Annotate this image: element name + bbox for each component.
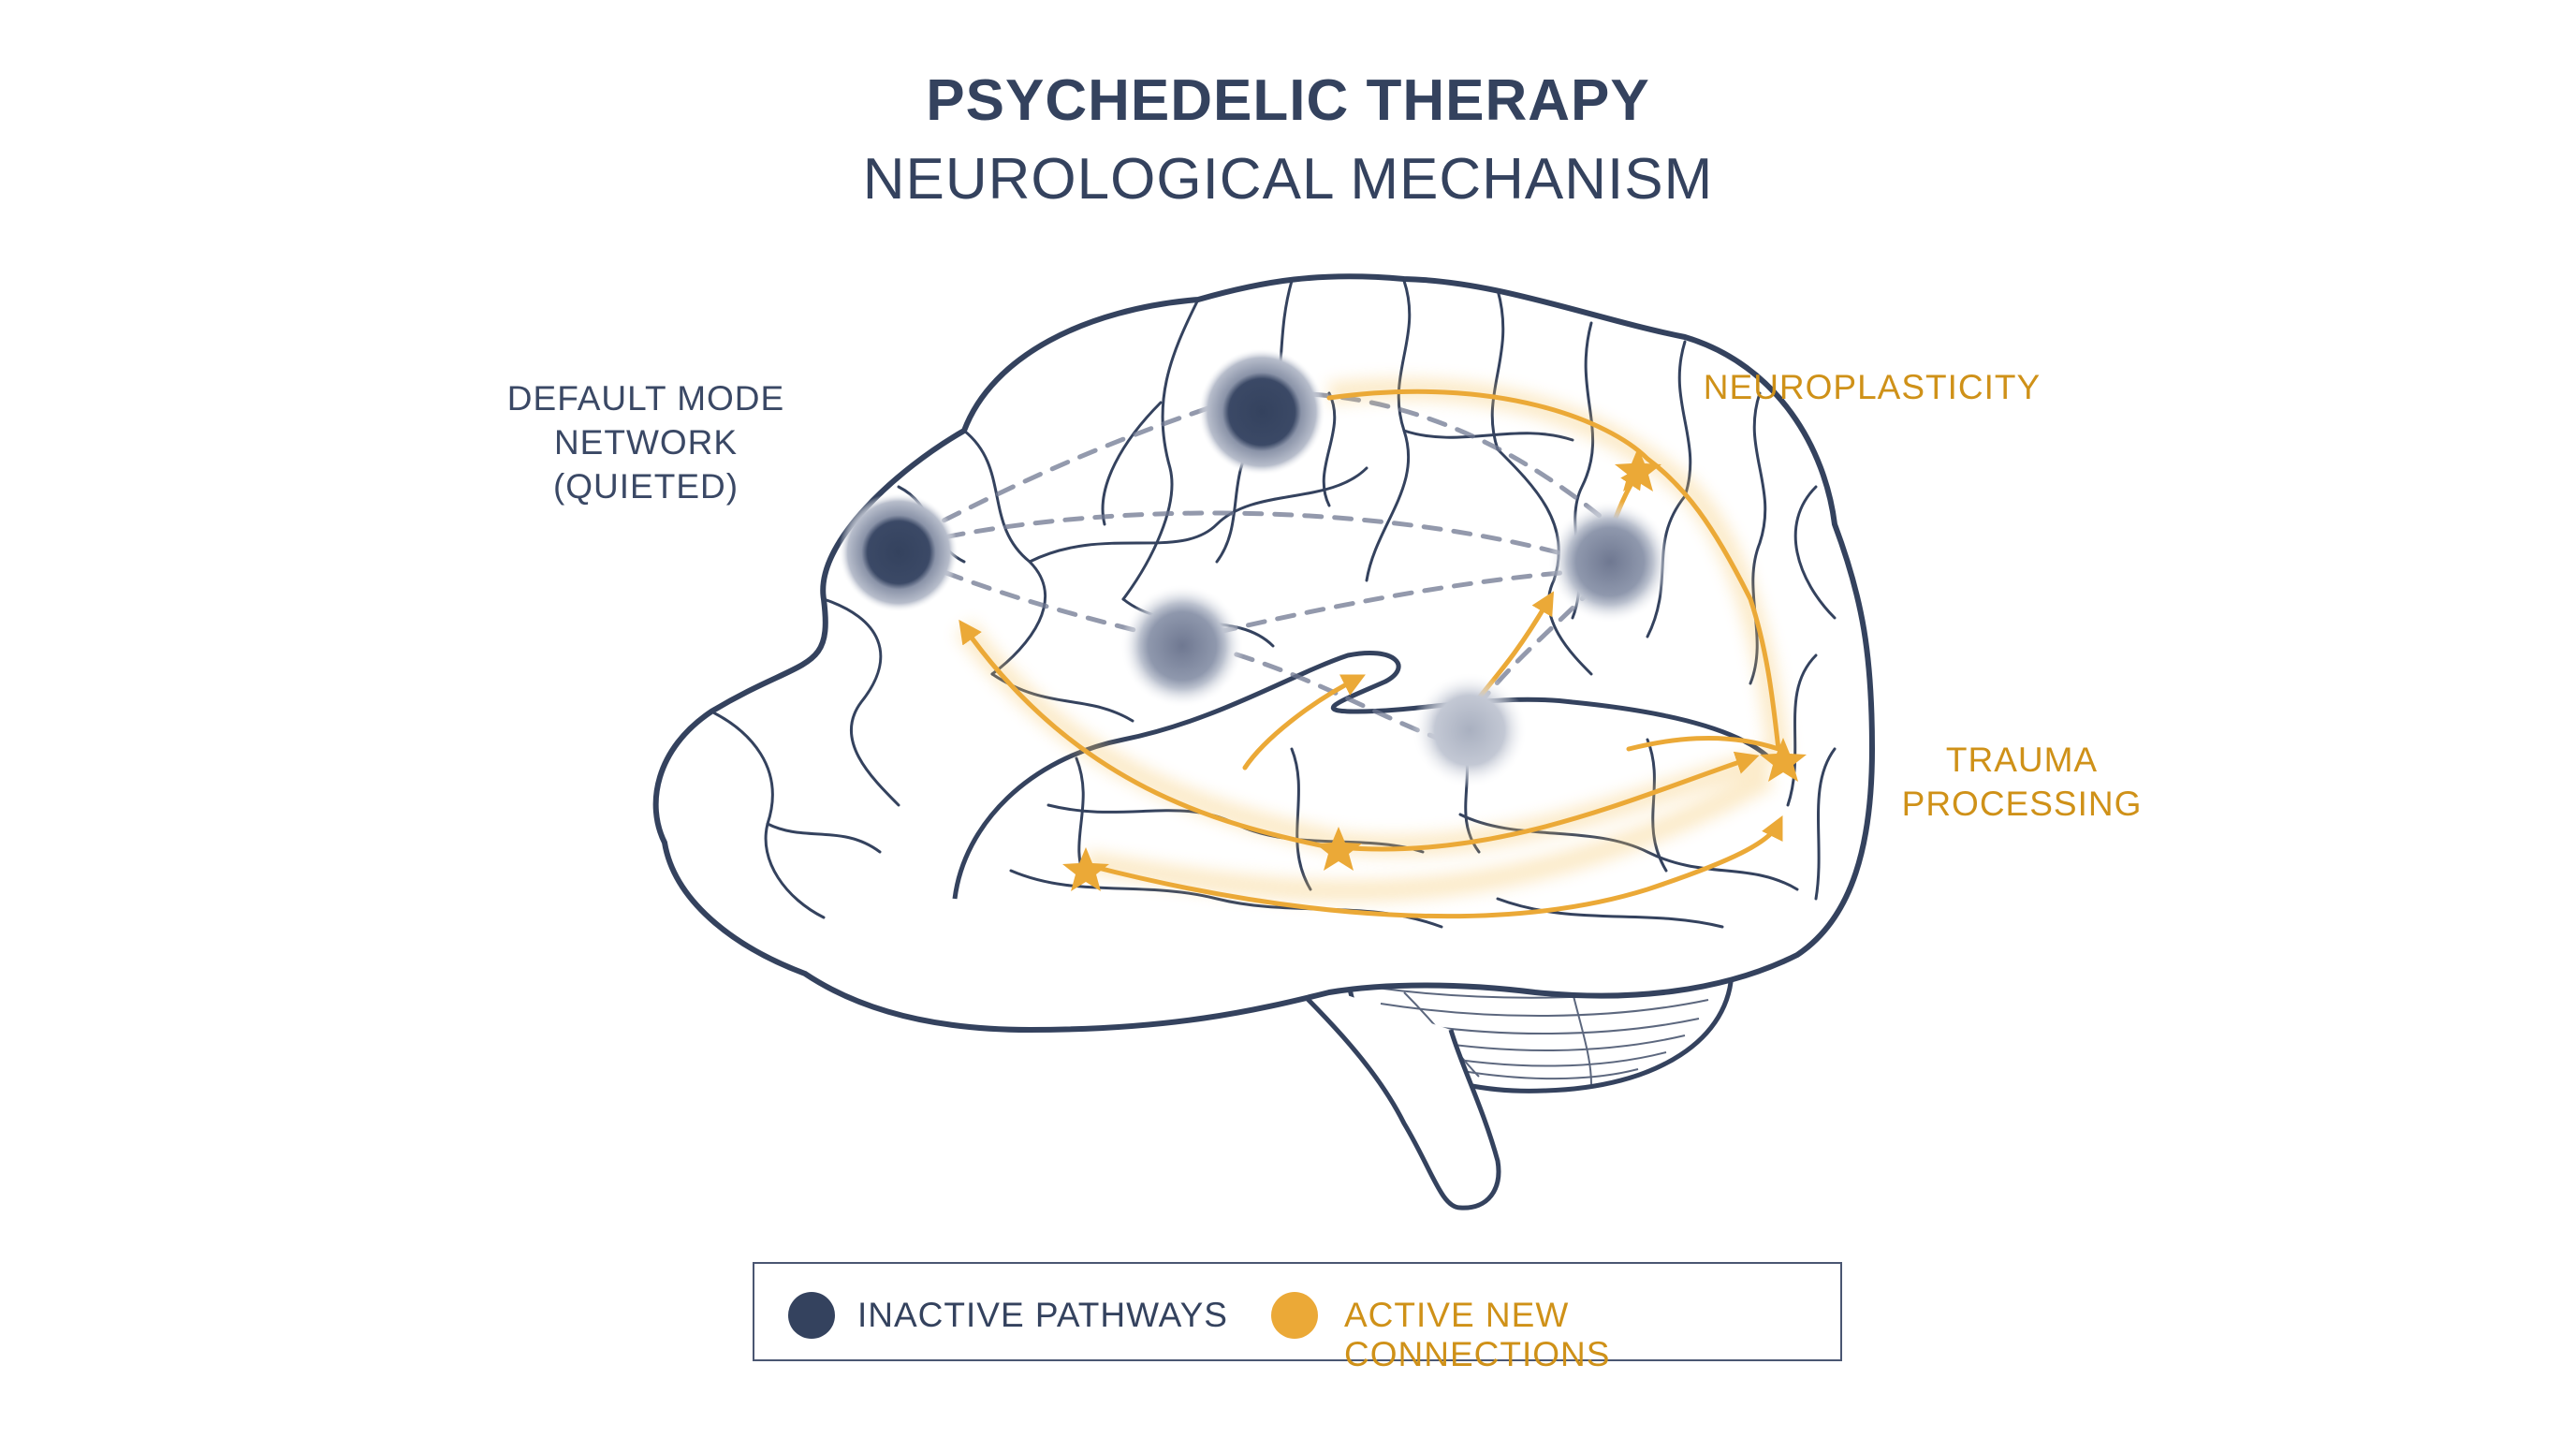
dmn-nodes bbox=[839, 348, 1672, 788]
dmn-label-line-2: NETWORK bbox=[553, 423, 739, 462]
legend: INACTIVE PATHWAYS ACTIVE NEW CONNECTIONS bbox=[753, 1262, 1842, 1373]
dmn-node bbox=[1548, 500, 1672, 624]
default-mode-network-label: DEFAULT MODE NETWORK (QUIETED) bbox=[468, 376, 824, 508]
diagram-subtitle: NEUROLOGICAL MECHANISM bbox=[862, 147, 1714, 212]
diagram-title: PSYCHEDELIC THERAPY bbox=[926, 68, 1650, 133]
dmn-node bbox=[1198, 348, 1325, 476]
dmn-node bbox=[1120, 584, 1244, 708]
star-marker bbox=[1062, 847, 1109, 891]
inactive-legend-label: INACTIVE PATHWAYS bbox=[857, 1296, 1228, 1334]
brain-outline bbox=[652, 273, 1876, 1034]
active-nodes bbox=[1062, 448, 1807, 891]
star-marker bbox=[1315, 827, 1362, 871]
active-legend-label: ACTIVE NEW CONNECTIONS bbox=[1344, 1296, 1611, 1373]
brain-stem bbox=[1281, 972, 1501, 1211]
star-marker bbox=[1760, 738, 1807, 782]
active-connections bbox=[959, 389, 1783, 919]
active-legend-dot bbox=[1271, 1292, 1318, 1339]
inactive-legend-dot bbox=[788, 1292, 835, 1339]
neuroplasticity-label: NEUROPLASTICITY bbox=[1703, 368, 2042, 406]
trauma-label-line-2: PROCESSING bbox=[1901, 785, 2143, 823]
dmn-label-line-1: DEFAULT MODE bbox=[506, 379, 785, 418]
dmn-label-line-3: (QUIETED) bbox=[552, 467, 739, 506]
dmn-node bbox=[839, 492, 959, 612]
trauma-processing-label: TRAUMA PROCESSING bbox=[1872, 738, 2172, 826]
dmn-node bbox=[1412, 672, 1528, 788]
trauma-label-line-1: TRAUMA bbox=[1945, 741, 2099, 779]
star-marker bbox=[1615, 448, 1661, 492]
